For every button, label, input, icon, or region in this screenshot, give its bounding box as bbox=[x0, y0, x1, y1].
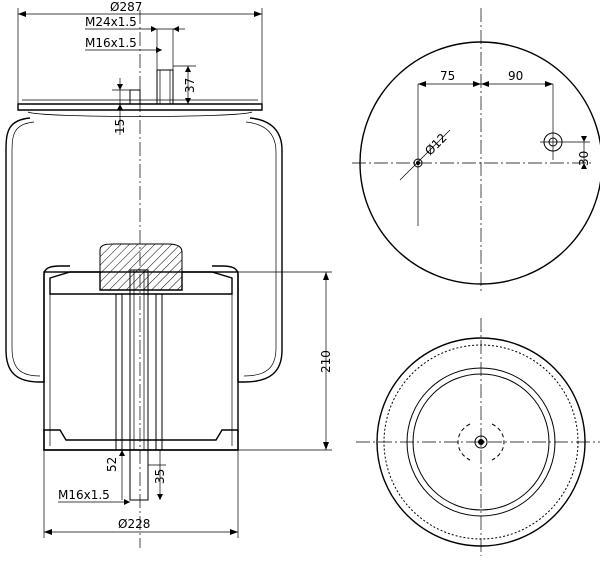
top-view: Ø12 75 90 30 bbox=[352, 8, 600, 292]
dim-top-thread: M24x1.5 bbox=[85, 15, 137, 29]
dim-left-height: 15 bbox=[113, 119, 127, 134]
top-stud bbox=[156, 69, 174, 105]
dim-bottom-52: 52 bbox=[105, 457, 119, 472]
bellows-right bbox=[212, 117, 283, 383]
dim-75: 75 bbox=[440, 69, 455, 83]
top-plate bbox=[17, 103, 263, 111]
bellows-left bbox=[5, 117, 70, 383]
dim-bottom-thread: M16x1.5 bbox=[58, 488, 110, 502]
bottom-stud bbox=[129, 449, 149, 501]
side-view: Ø287 M24x1.5 M16x1.5 37 15 210 bbox=[5, 0, 333, 548]
center-bolt bbox=[129, 269, 149, 451]
dim-total-height: 210 bbox=[319, 350, 333, 373]
piston-base bbox=[43, 429, 239, 451]
dim-30: 30 bbox=[577, 151, 591, 166]
bump-stop bbox=[99, 243, 183, 291]
dim-bottom-diameter: Ø228 bbox=[118, 517, 150, 531]
bottom-view bbox=[356, 318, 600, 556]
piston-body bbox=[43, 271, 239, 451]
top-bolt bbox=[129, 89, 141, 105]
bottom-center-bolt bbox=[474, 435, 488, 449]
dim-top-height: 37 bbox=[183, 78, 197, 93]
dim-top-diameter: Ø287 bbox=[110, 0, 142, 14]
dim-bottom-35: 35 bbox=[153, 469, 167, 484]
dim-90: 90 bbox=[508, 69, 523, 83]
dim-top-bolt-thread: M16x1.5 bbox=[85, 36, 137, 50]
